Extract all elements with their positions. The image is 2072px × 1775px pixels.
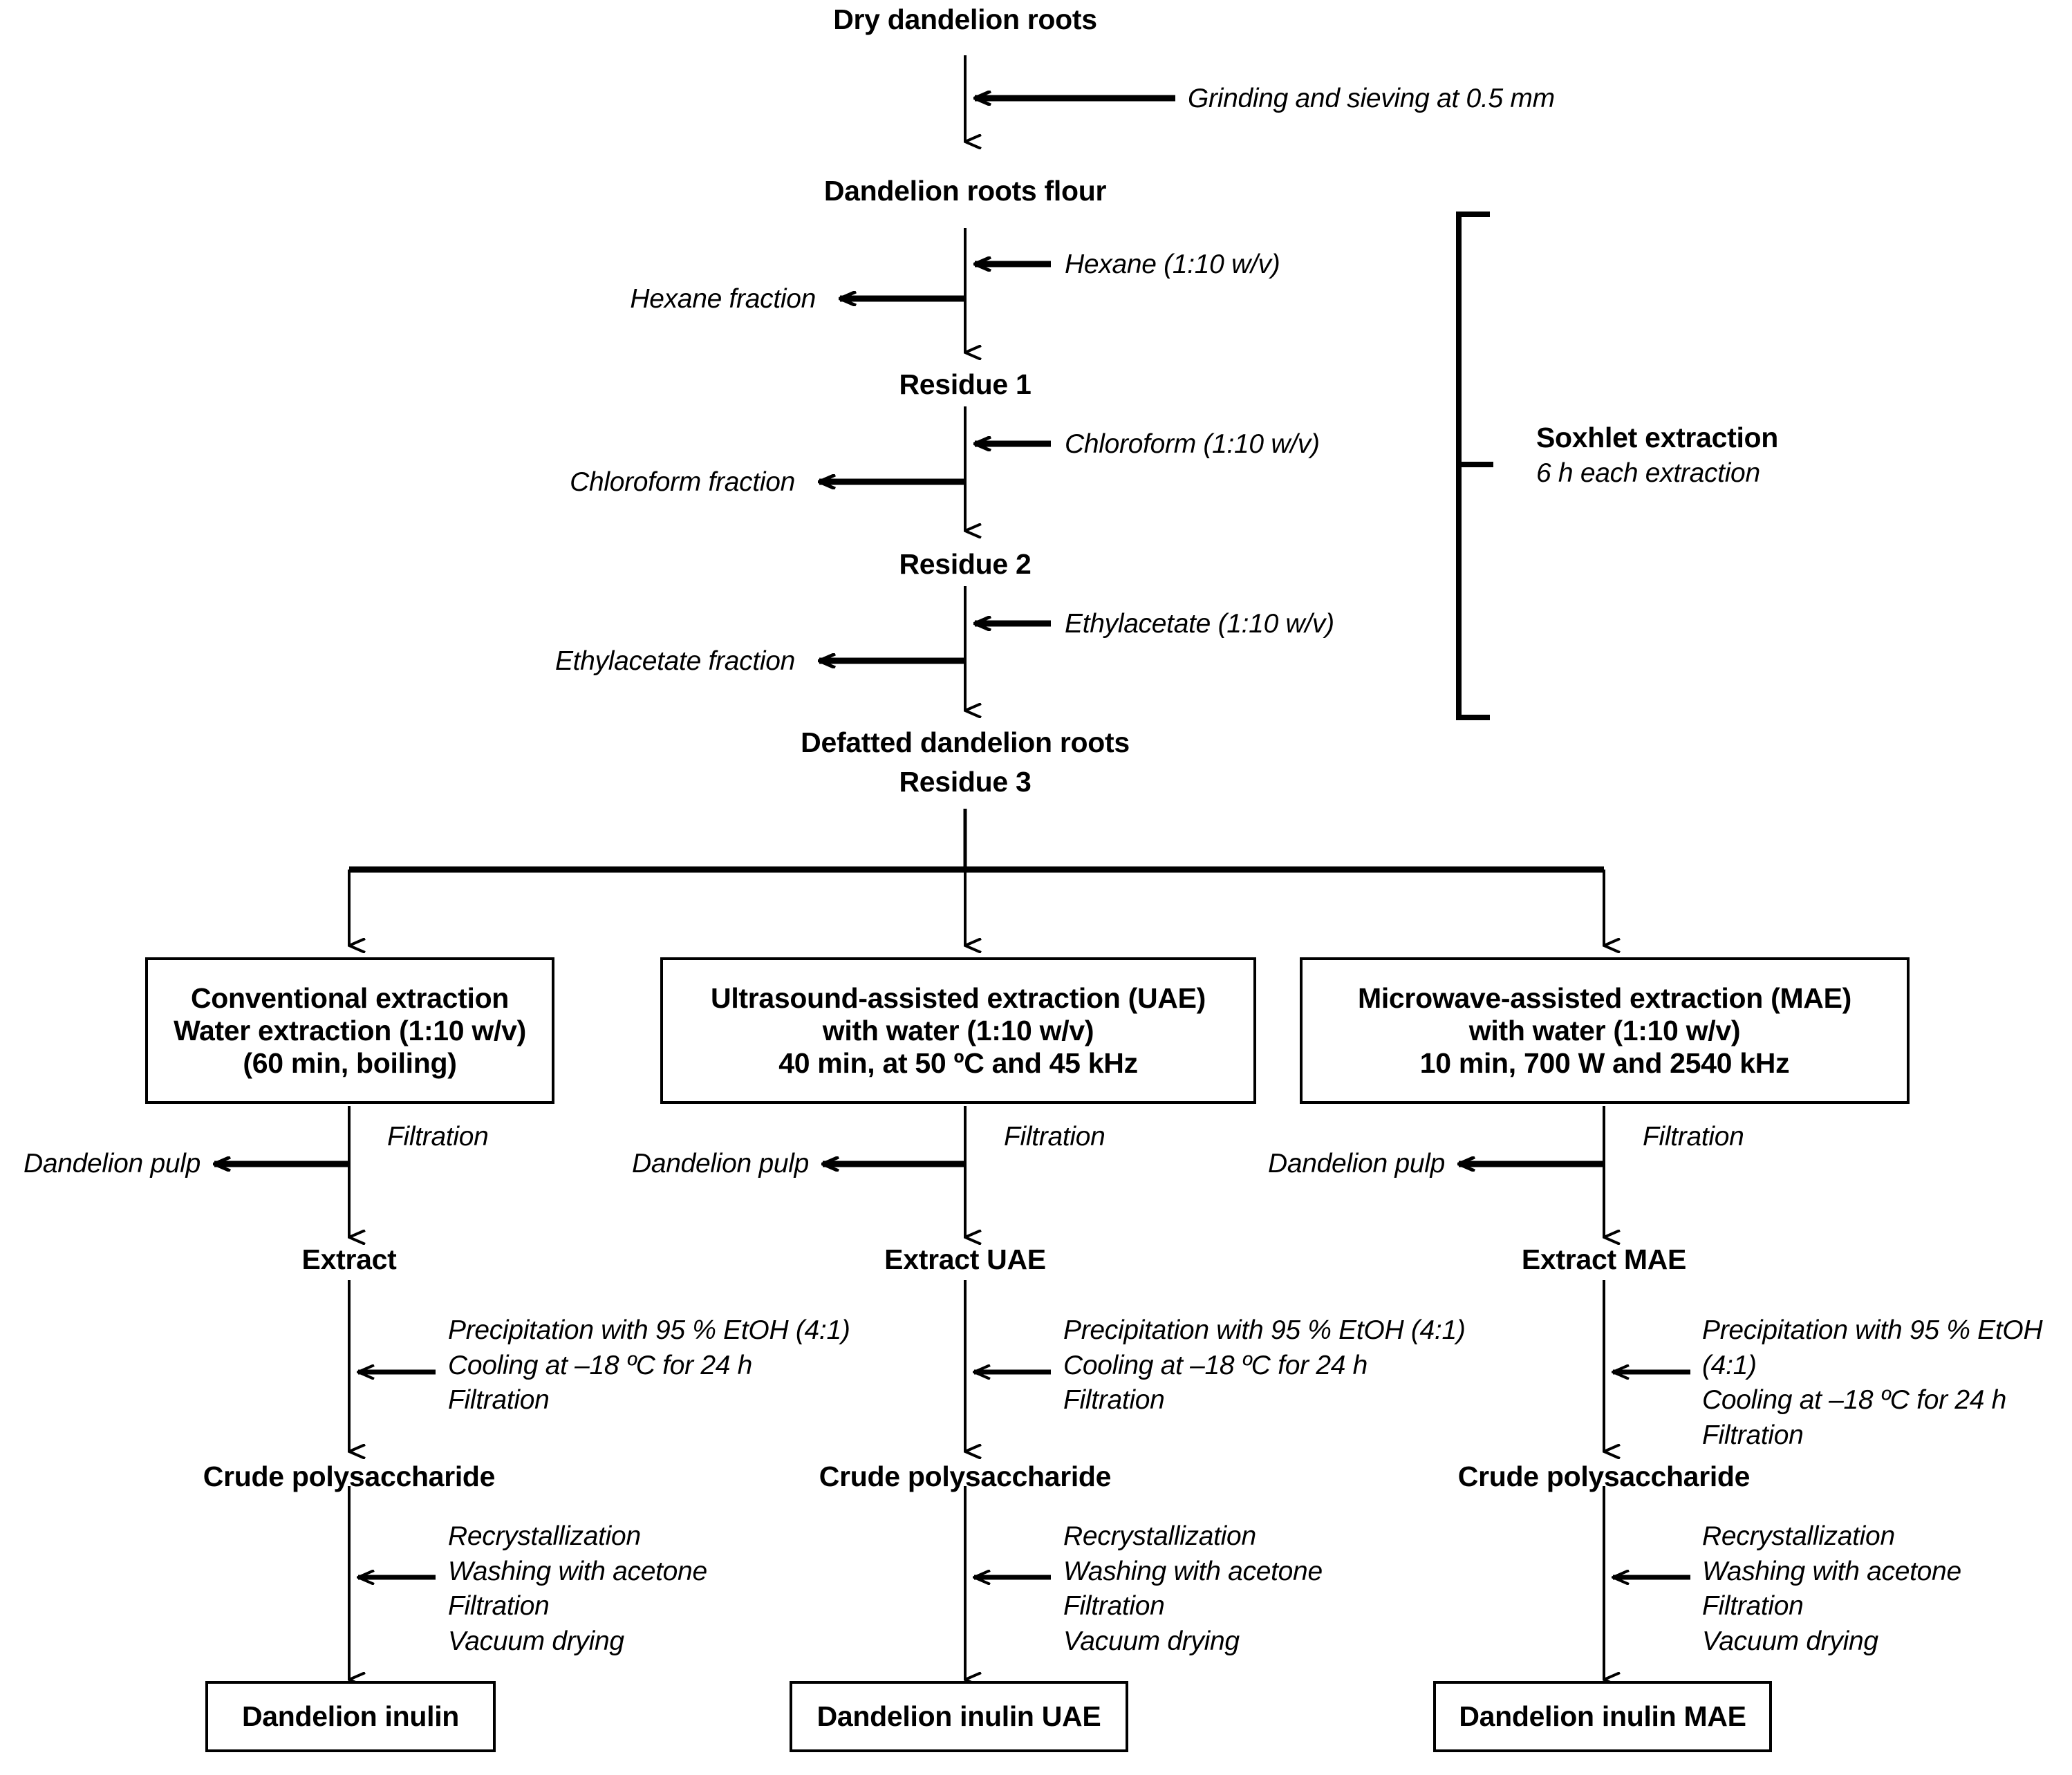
step-recrystallization-mae: Recrystallization Washing with acetone F…	[1702, 1521, 1961, 1657]
node-crude-polysaccharide-uae: Crude polysaccharide	[819, 1461, 1112, 1492]
node-crude-polysaccharide-mae: Crude polysaccharide	[1457, 1461, 1751, 1492]
step-filtration-uae: Filtration	[1004, 1122, 1105, 1152]
step-filtration-conventional: Filtration	[387, 1122, 489, 1152]
method-box-conventional-text: Conventional extraction Water extraction…	[174, 982, 526, 1079]
node-extract-uae: Extract UAE	[884, 1243, 1046, 1275]
output-chloroform-fraction: Chloroform fraction	[570, 467, 795, 497]
product-box-dandelion-inulin[interactable]: Dandelion inulin	[205, 1681, 496, 1752]
product-box-dandelion-inulin-mae-label: Dandelion inulin MAE	[1459, 1700, 1746, 1732]
bracket-subtitle-duration: 6 h each extraction	[1536, 458, 1760, 488]
input-chloroform: Chloroform (1:10 w/v)	[1065, 429, 1320, 459]
method-box-mae-text: Microwave-assisted extraction (MAE) with…	[1357, 982, 1852, 1079]
input-ethylacetate: Ethylacetate (1:10 w/v)	[1065, 609, 1334, 639]
output-hexane-fraction: Hexane fraction	[630, 284, 816, 314]
node-extract-mae: Extract MAE	[1521, 1243, 1687, 1275]
output-dandelion-pulp-uae: Dandelion pulp	[631, 1149, 809, 1178]
node-residue-3: Residue 3	[899, 766, 1032, 798]
method-box-mae[interactable]: Microwave-assisted extraction (MAE) with…	[1300, 957, 1910, 1104]
node-extract-conventional: Extract	[301, 1243, 397, 1275]
output-dandelion-pulp-mae: Dandelion pulp	[1267, 1149, 1445, 1178]
step-precipitation-conventional: Precipitation with 95 % EtOH (4:1) Cooli…	[448, 1315, 850, 1416]
node-residue-1: Residue 1	[899, 368, 1032, 400]
step-filtration-mae: Filtration	[1643, 1122, 1744, 1152]
product-box-dandelion-inulin-mae[interactable]: Dandelion inulin MAE	[1433, 1681, 1772, 1752]
step-precipitation-uae: Precipitation with 95 % EtOH (4:1) Cooli…	[1063, 1315, 1466, 1416]
input-hexane: Hexane (1:10 w/v)	[1065, 250, 1280, 279]
product-box-dandelion-inulin-label: Dandelion inulin	[241, 1700, 460, 1732]
method-box-conventional[interactable]: Conventional extraction Water extraction…	[145, 957, 554, 1104]
input-grinding-sieving: Grinding and sieving at 0.5 mm	[1188, 84, 1555, 113]
node-dry-dandelion-roots: Dry dandelion roots	[833, 3, 1097, 35]
method-box-uae-text: Ultrasound-assisted extraction (UAE) wit…	[711, 982, 1206, 1079]
node-defatted-dandelion-roots: Defatted dandelion roots	[801, 726, 1130, 758]
output-dandelion-pulp-conventional: Dandelion pulp	[23, 1149, 200, 1178]
step-recrystallization-uae: Recrystallization Washing with acetone F…	[1063, 1521, 1323, 1657]
step-precipitation-mae: Precipitation with 95 % EtOH (4:1) Cooli…	[1702, 1315, 2043, 1451]
output-ethylacetate-fraction: Ethylacetate fraction	[554, 646, 795, 676]
method-box-uae[interactable]: Ultrasound-assisted extraction (UAE) wit…	[660, 957, 1256, 1104]
product-box-dandelion-inulin-uae-label: Dandelion inulin UAE	[816, 1700, 1101, 1732]
product-box-dandelion-inulin-uae[interactable]: Dandelion inulin UAE	[790, 1681, 1128, 1752]
bracket-title-soxhlet-extraction: Soxhlet extraction	[1536, 422, 1779, 453]
node-dandelion-roots-flour: Dandelion roots flour	[823, 175, 1107, 207]
node-residue-2: Residue 2	[899, 548, 1032, 580]
node-crude-polysaccharide-conventional: Crude polysaccharide	[203, 1461, 496, 1492]
step-recrystallization-conventional: Recrystallization Washing with acetone F…	[448, 1521, 707, 1657]
